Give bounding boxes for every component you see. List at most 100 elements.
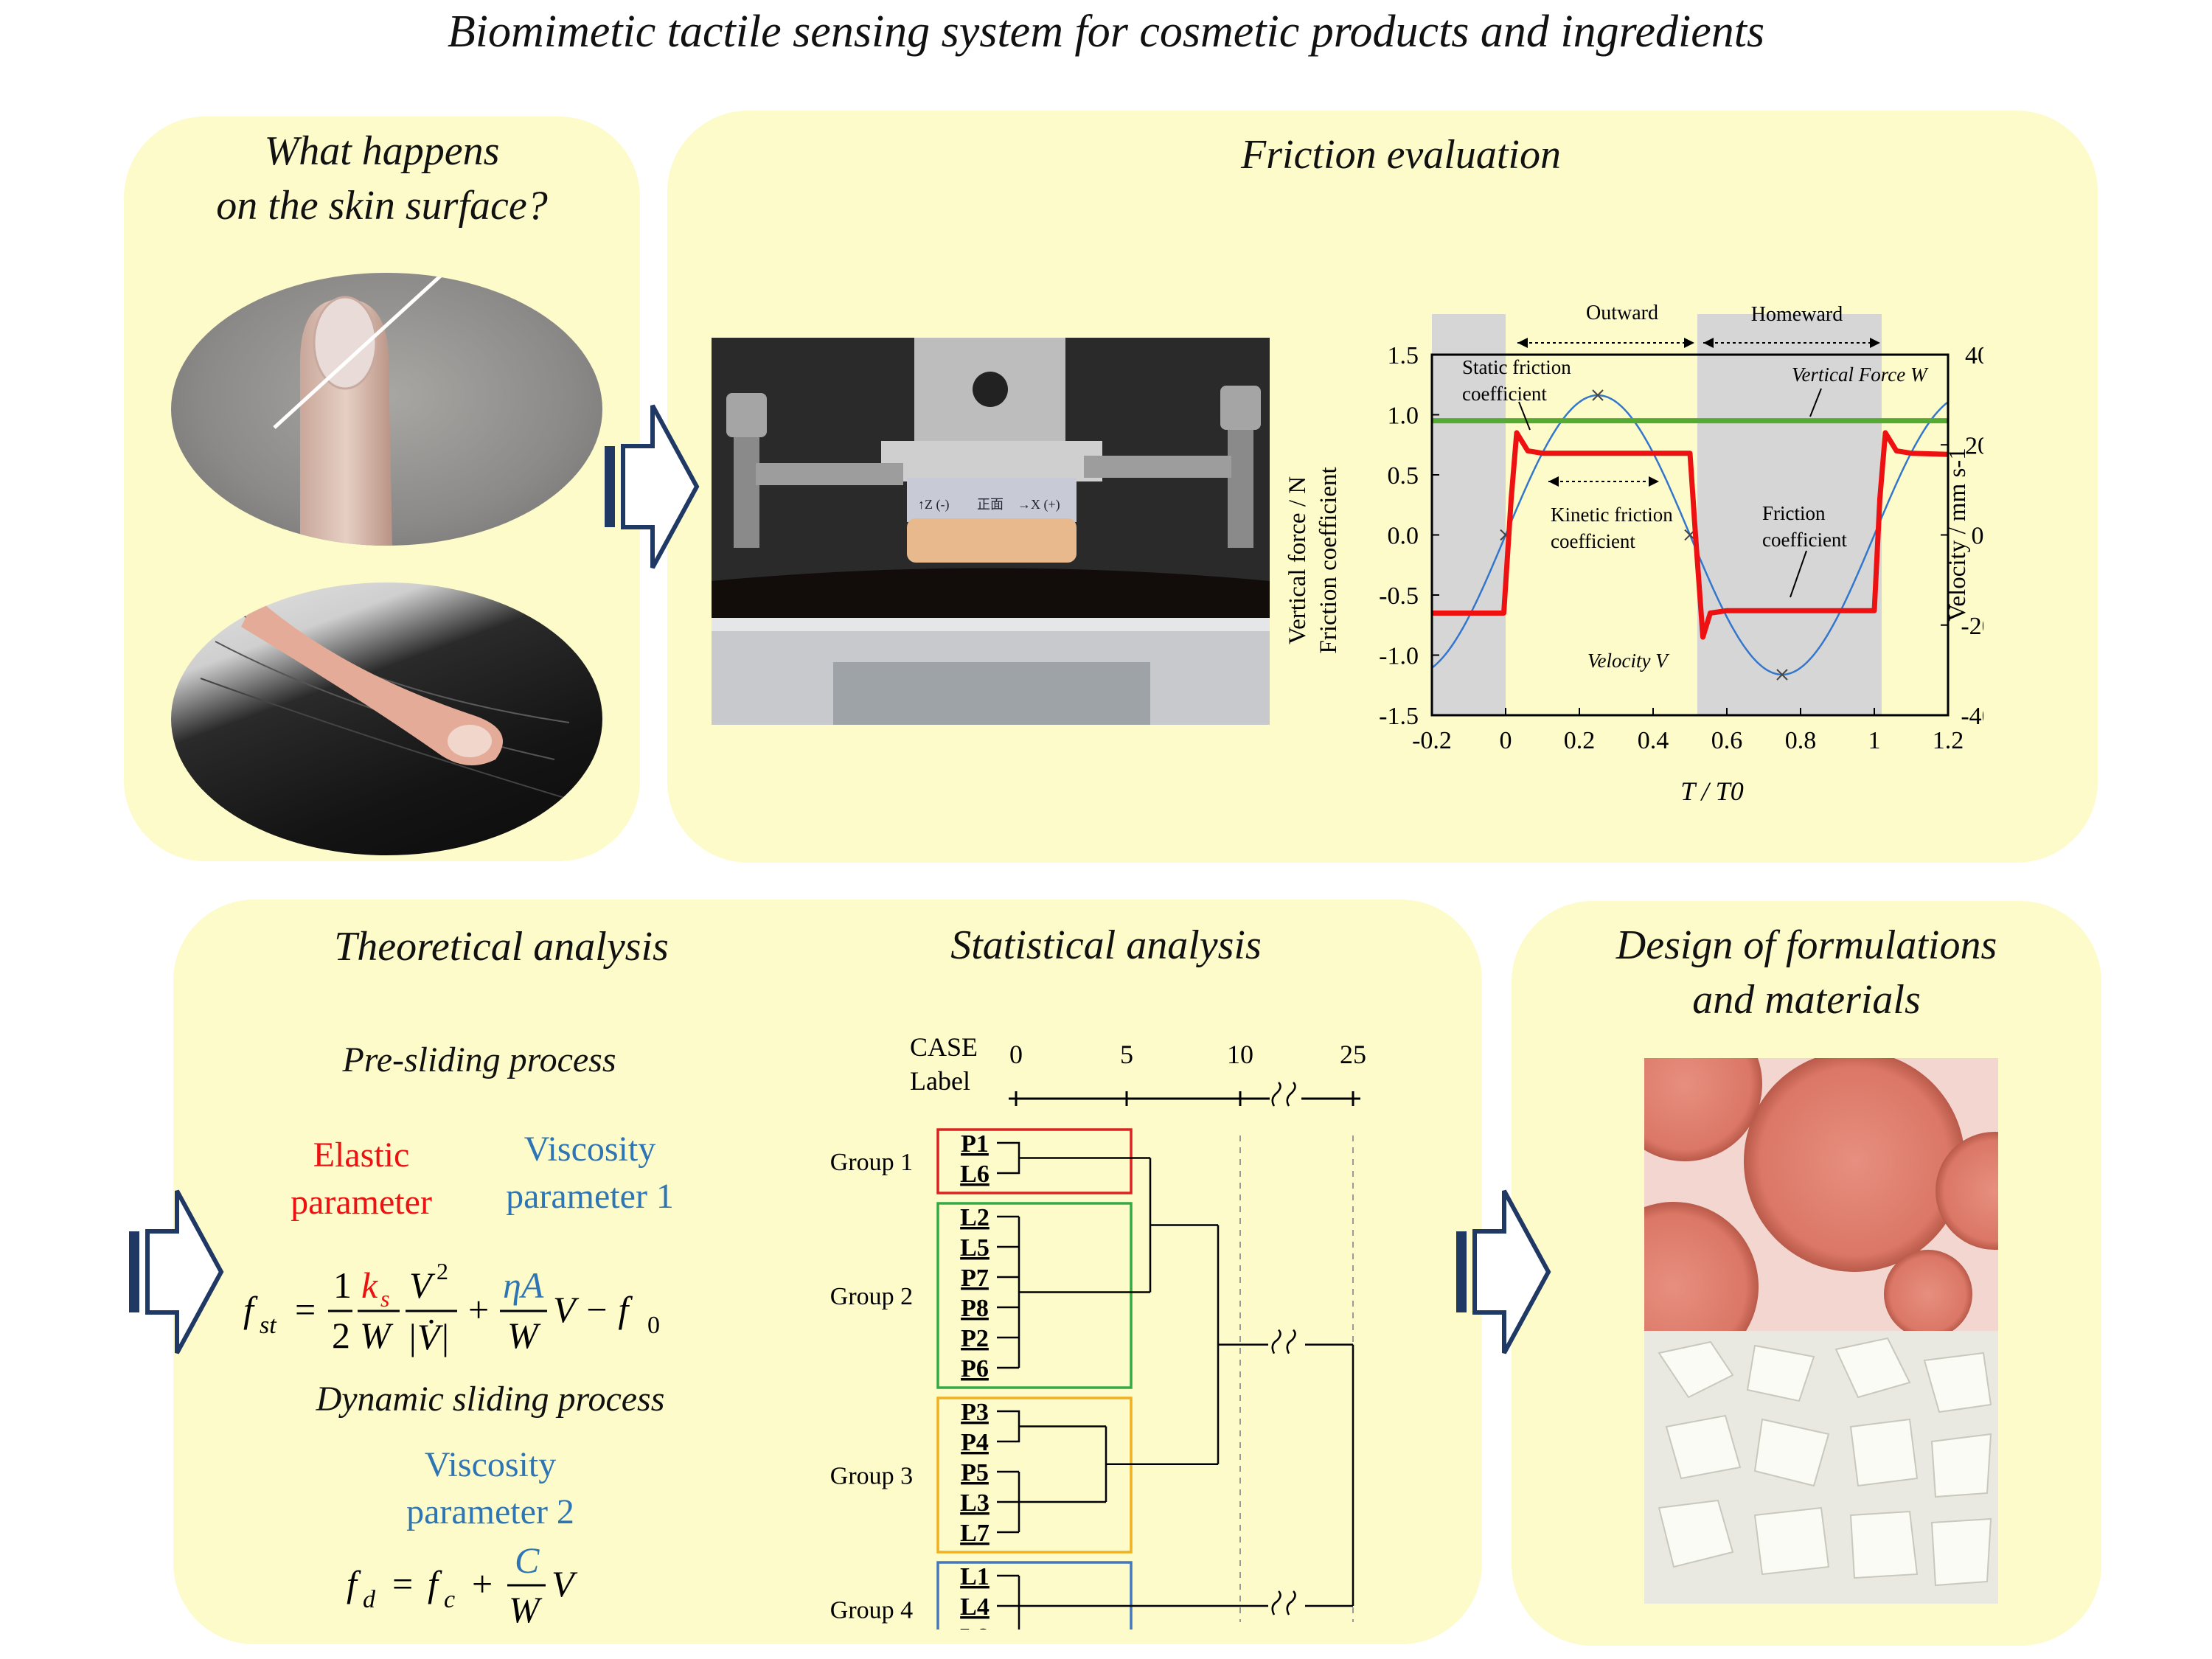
group-label: Group 4 (830, 1597, 913, 1624)
legend-velocity: Velocity V (1587, 650, 1670, 672)
dynamic-sliding-label: Dynamic sliding process (316, 1380, 665, 1419)
viscosity2-line1: Viscosity (424, 1445, 557, 1484)
annotation-static-line1: Static friction (1462, 356, 1571, 378)
y-tick-label: 0.0 (1388, 523, 1419, 550)
svg-text:+: + (472, 1563, 493, 1604)
x-tick-label: 0.2 (1564, 727, 1596, 754)
x-tick-label: 1.2 (1933, 727, 1964, 754)
flakes-photo (1644, 1331, 1998, 1604)
viscosity-parameter-1-label: Viscosity parameter 1 (479, 1126, 700, 1220)
x-tick-label: 1 (1868, 727, 1881, 754)
y-tick-label: 0.5 (1388, 462, 1419, 490)
y2-tick-label: 0 (1972, 523, 1984, 550)
case-label-item: P4 (961, 1429, 989, 1456)
scale-label: 5 (1120, 1040, 1133, 1069)
right-arrow-icon (1456, 1189, 1551, 1354)
group-label: Group 3 (830, 1463, 913, 1490)
y2-tick-label: 40 (1965, 342, 1983, 369)
y-tick-label: -0.5 (1379, 582, 1419, 610)
legend-vertical-force: Vertical Force W (1792, 364, 1929, 386)
design-title-line2: and materials (1692, 977, 1921, 1023)
eq2-fc-sub: c (444, 1586, 455, 1613)
eq2-lhs-sub: d (363, 1586, 376, 1613)
shaded-region-0 (1432, 314, 1506, 715)
annotation-kinetic-line1: Kinetic friction (1551, 504, 1673, 526)
pre-sliding-equation: f st = 1 2 k s W V 2 |V̇| + ηA W V − f 0 (243, 1258, 660, 1357)
svg-text:=: = (295, 1289, 316, 1330)
annotation-kinetic-line2: coefficient (1551, 530, 1635, 552)
tactile-sensor-device-photo: ↑Z (-) 正面 →X (+) (712, 338, 1270, 725)
x-tick-label: 0 (1500, 727, 1512, 754)
microspheres-photo (1644, 1058, 1998, 1331)
y-tick-label: 1.5 (1388, 342, 1419, 369)
y2-tick-label: -20 (1961, 613, 1983, 640)
right-arrow-icon (129, 1189, 224, 1354)
x-tick-label: 0.4 (1638, 727, 1669, 754)
case-label-item: L1 (960, 1563, 990, 1590)
eq1-tail-sub: 0 (647, 1312, 660, 1339)
dynamic-sliding-equation: f d = f c + C W V (347, 1540, 578, 1630)
viscosity2-line2: parameter 2 (406, 1492, 574, 1531)
chart-annotation-outward: Outward (1586, 302, 1658, 324)
finger-nail-photo (171, 273, 602, 546)
elastic-line2: parameter (291, 1183, 432, 1222)
case-label-item: L4 (960, 1593, 990, 1621)
eq2-c-num: C (515, 1540, 540, 1581)
finger-illustration (273, 273, 445, 546)
chart-annotation-homeward: Homeward (1751, 303, 1843, 326)
skin-title-line2: on the skin surface? (216, 183, 548, 229)
eq2-fc: f (428, 1563, 442, 1604)
eq1-eta-den: W (507, 1315, 541, 1356)
y2-tick-label: -40 (1961, 703, 1983, 730)
elastic-parameter-label: Elastic parameter (265, 1132, 457, 1226)
eq2-lhs: f (347, 1563, 361, 1604)
eq2-c-den: W (509, 1589, 543, 1630)
device-illustration: ↑Z (-) 正面 →X (+) (712, 338, 1270, 725)
microspheres-illustration (1644, 1058, 1998, 1331)
eq1-v2-sup: 2 (437, 1258, 448, 1284)
main-title: Biomimetic tactile sensing system for co… (447, 7, 1765, 57)
group-box-2 (936, 1202, 1133, 1389)
group-label: Group 1 (830, 1149, 913, 1176)
case-label-item: P2 (961, 1325, 989, 1352)
y-tick-label: 1.0 (1388, 403, 1419, 430)
label-label: Label (910, 1066, 970, 1096)
skin-title-line1: What happens (264, 128, 500, 174)
x-tick-label: 0.8 (1785, 727, 1817, 754)
viscosity1-line1: Viscosity (524, 1130, 656, 1169)
group-box-3 (936, 1397, 1133, 1554)
dendro-bracket (997, 1141, 1020, 1175)
annotation-friction-line2: coefficient (1762, 529, 1847, 551)
theory-title: Theoretical analysis (334, 924, 669, 970)
eq1-eta-num: ηA (503, 1265, 544, 1306)
case-label-item: L8 (960, 1624, 990, 1630)
dendro-bracket (997, 1410, 1020, 1443)
eq1-tail: V − f (553, 1289, 633, 1330)
case-label-item: P6 (961, 1355, 989, 1382)
group-box-1 (936, 1128, 1133, 1194)
eq1-half-num: 1 (333, 1265, 352, 1306)
case-label-item: L6 (960, 1161, 990, 1188)
eq1-ks-den: W (360, 1315, 394, 1356)
flakes-illustration (1658, 1337, 1992, 1587)
eq1-ks: k (361, 1265, 378, 1306)
case-label-item: P1 (961, 1130, 989, 1158)
velocity-marker-0 (1592, 389, 1604, 401)
case-label-item: P8 (961, 1295, 989, 1322)
eq2-tail: V (552, 1563, 578, 1604)
y2-axis-label: Velocity / mm s-1 (1944, 448, 1971, 622)
x-axis-label: T / T0 (1680, 776, 1743, 806)
dendro-link (1019, 1344, 1354, 1607)
y-tick-label: -1.5 (1379, 703, 1419, 730)
pre-sliding-label: Pre-sliding process (342, 1040, 616, 1079)
analysis-panel (173, 900, 1482, 1644)
elastic-line1: Elastic (313, 1135, 410, 1175)
x-tick-label: -0.2 (1412, 727, 1452, 754)
velocity-marker-1 (1776, 669, 1788, 681)
case-label-item: L7 (960, 1520, 990, 1547)
design-title-line1: Design of formulations (1615, 922, 1997, 968)
scale-label: 10 (1227, 1040, 1253, 1069)
group-label: Group 2 (830, 1283, 913, 1310)
